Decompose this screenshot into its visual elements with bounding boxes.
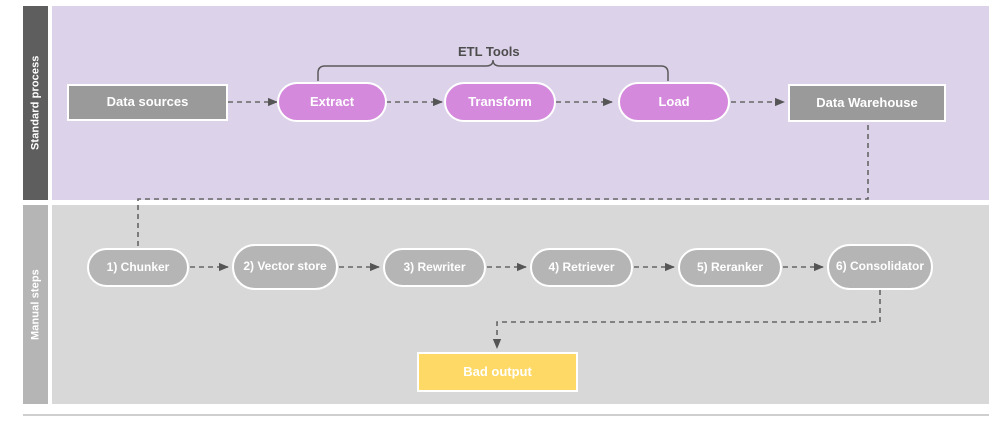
node-consolidator[interactable]: 6) Consolidator [827, 244, 933, 290]
node-retriever[interactable]: 4) Retriever [530, 248, 633, 287]
node-bad-output[interactable]: Bad output [417, 352, 578, 392]
node-data-sources[interactable]: Data sources [67, 84, 228, 121]
lane-standard-process-label: Standard process [23, 6, 48, 200]
bottom-divider-rule [23, 414, 989, 416]
node-rewriter[interactable]: 3) Rewriter [383, 248, 486, 287]
node-data-warehouse[interactable]: Data Warehouse [788, 84, 946, 122]
node-load[interactable]: Load [618, 82, 730, 122]
node-vector-store[interactable]: 2) Vector store [232, 244, 338, 290]
node-transform[interactable]: Transform [444, 82, 556, 122]
node-reranker[interactable]: 5) Reranker [678, 248, 782, 287]
node-extract[interactable]: Extract [277, 82, 387, 122]
node-chunker[interactable]: 1) Chunker [87, 248, 189, 287]
etl-tools-label: ETL Tools [458, 44, 520, 59]
lane-manual-steps-label: Manual steps [23, 205, 48, 404]
